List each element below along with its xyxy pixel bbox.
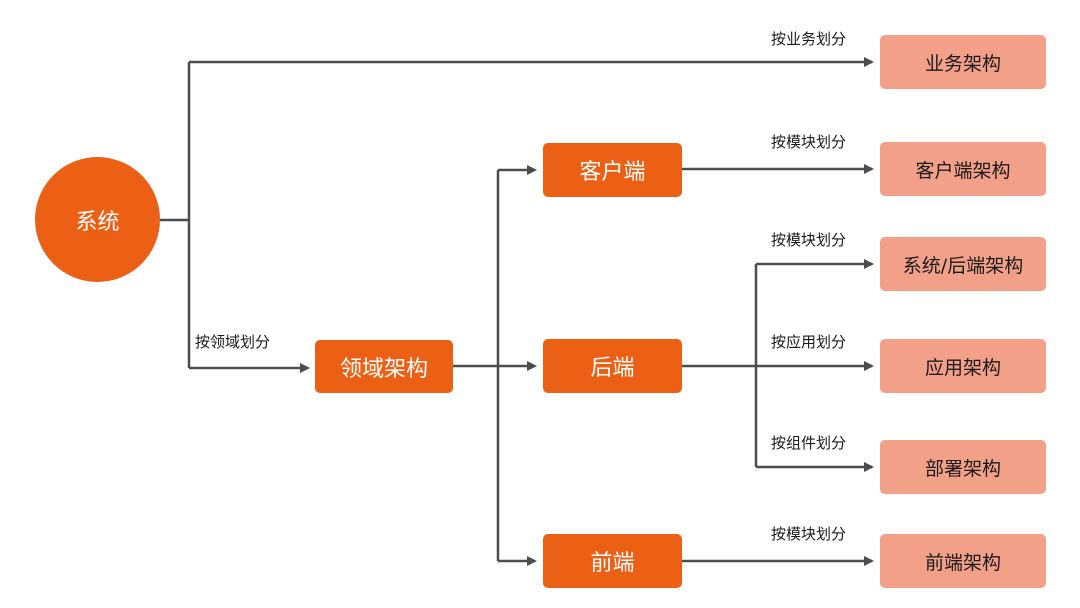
node-client-architecture: 客户端架构 (880, 142, 1046, 196)
node-backend: 后端 (543, 339, 682, 393)
edge-label-by-domain: 按领域划分 (195, 333, 271, 351)
node-domain-architecture: 领域架构 (315, 340, 453, 393)
node-system: 系统 (35, 157, 160, 282)
edge-label-by-module-backend: 按模块划分 (771, 231, 847, 249)
node-frontend: 前端 (543, 534, 682, 588)
edge-label-by-application: 按应用划分 (771, 333, 847, 351)
edge-label-by-module-client: 按模块划分 (771, 133, 847, 151)
node-system-backend-architecture: 系统/后端架构 (880, 237, 1046, 291)
edge-label-by-business: 按业务划分 (771, 30, 847, 48)
node-deployment-architecture: 部署架构 (880, 440, 1046, 494)
edge-label-by-component: 按组件划分 (771, 434, 847, 452)
edge-label-by-module-frontend: 按模块划分 (771, 525, 847, 543)
node-frontend-architecture: 前端架构 (880, 534, 1046, 588)
node-client: 客户端 (543, 143, 682, 197)
node-business-architecture: 业务架构 (880, 35, 1046, 89)
node-application-architecture: 应用架构 (880, 339, 1046, 393)
